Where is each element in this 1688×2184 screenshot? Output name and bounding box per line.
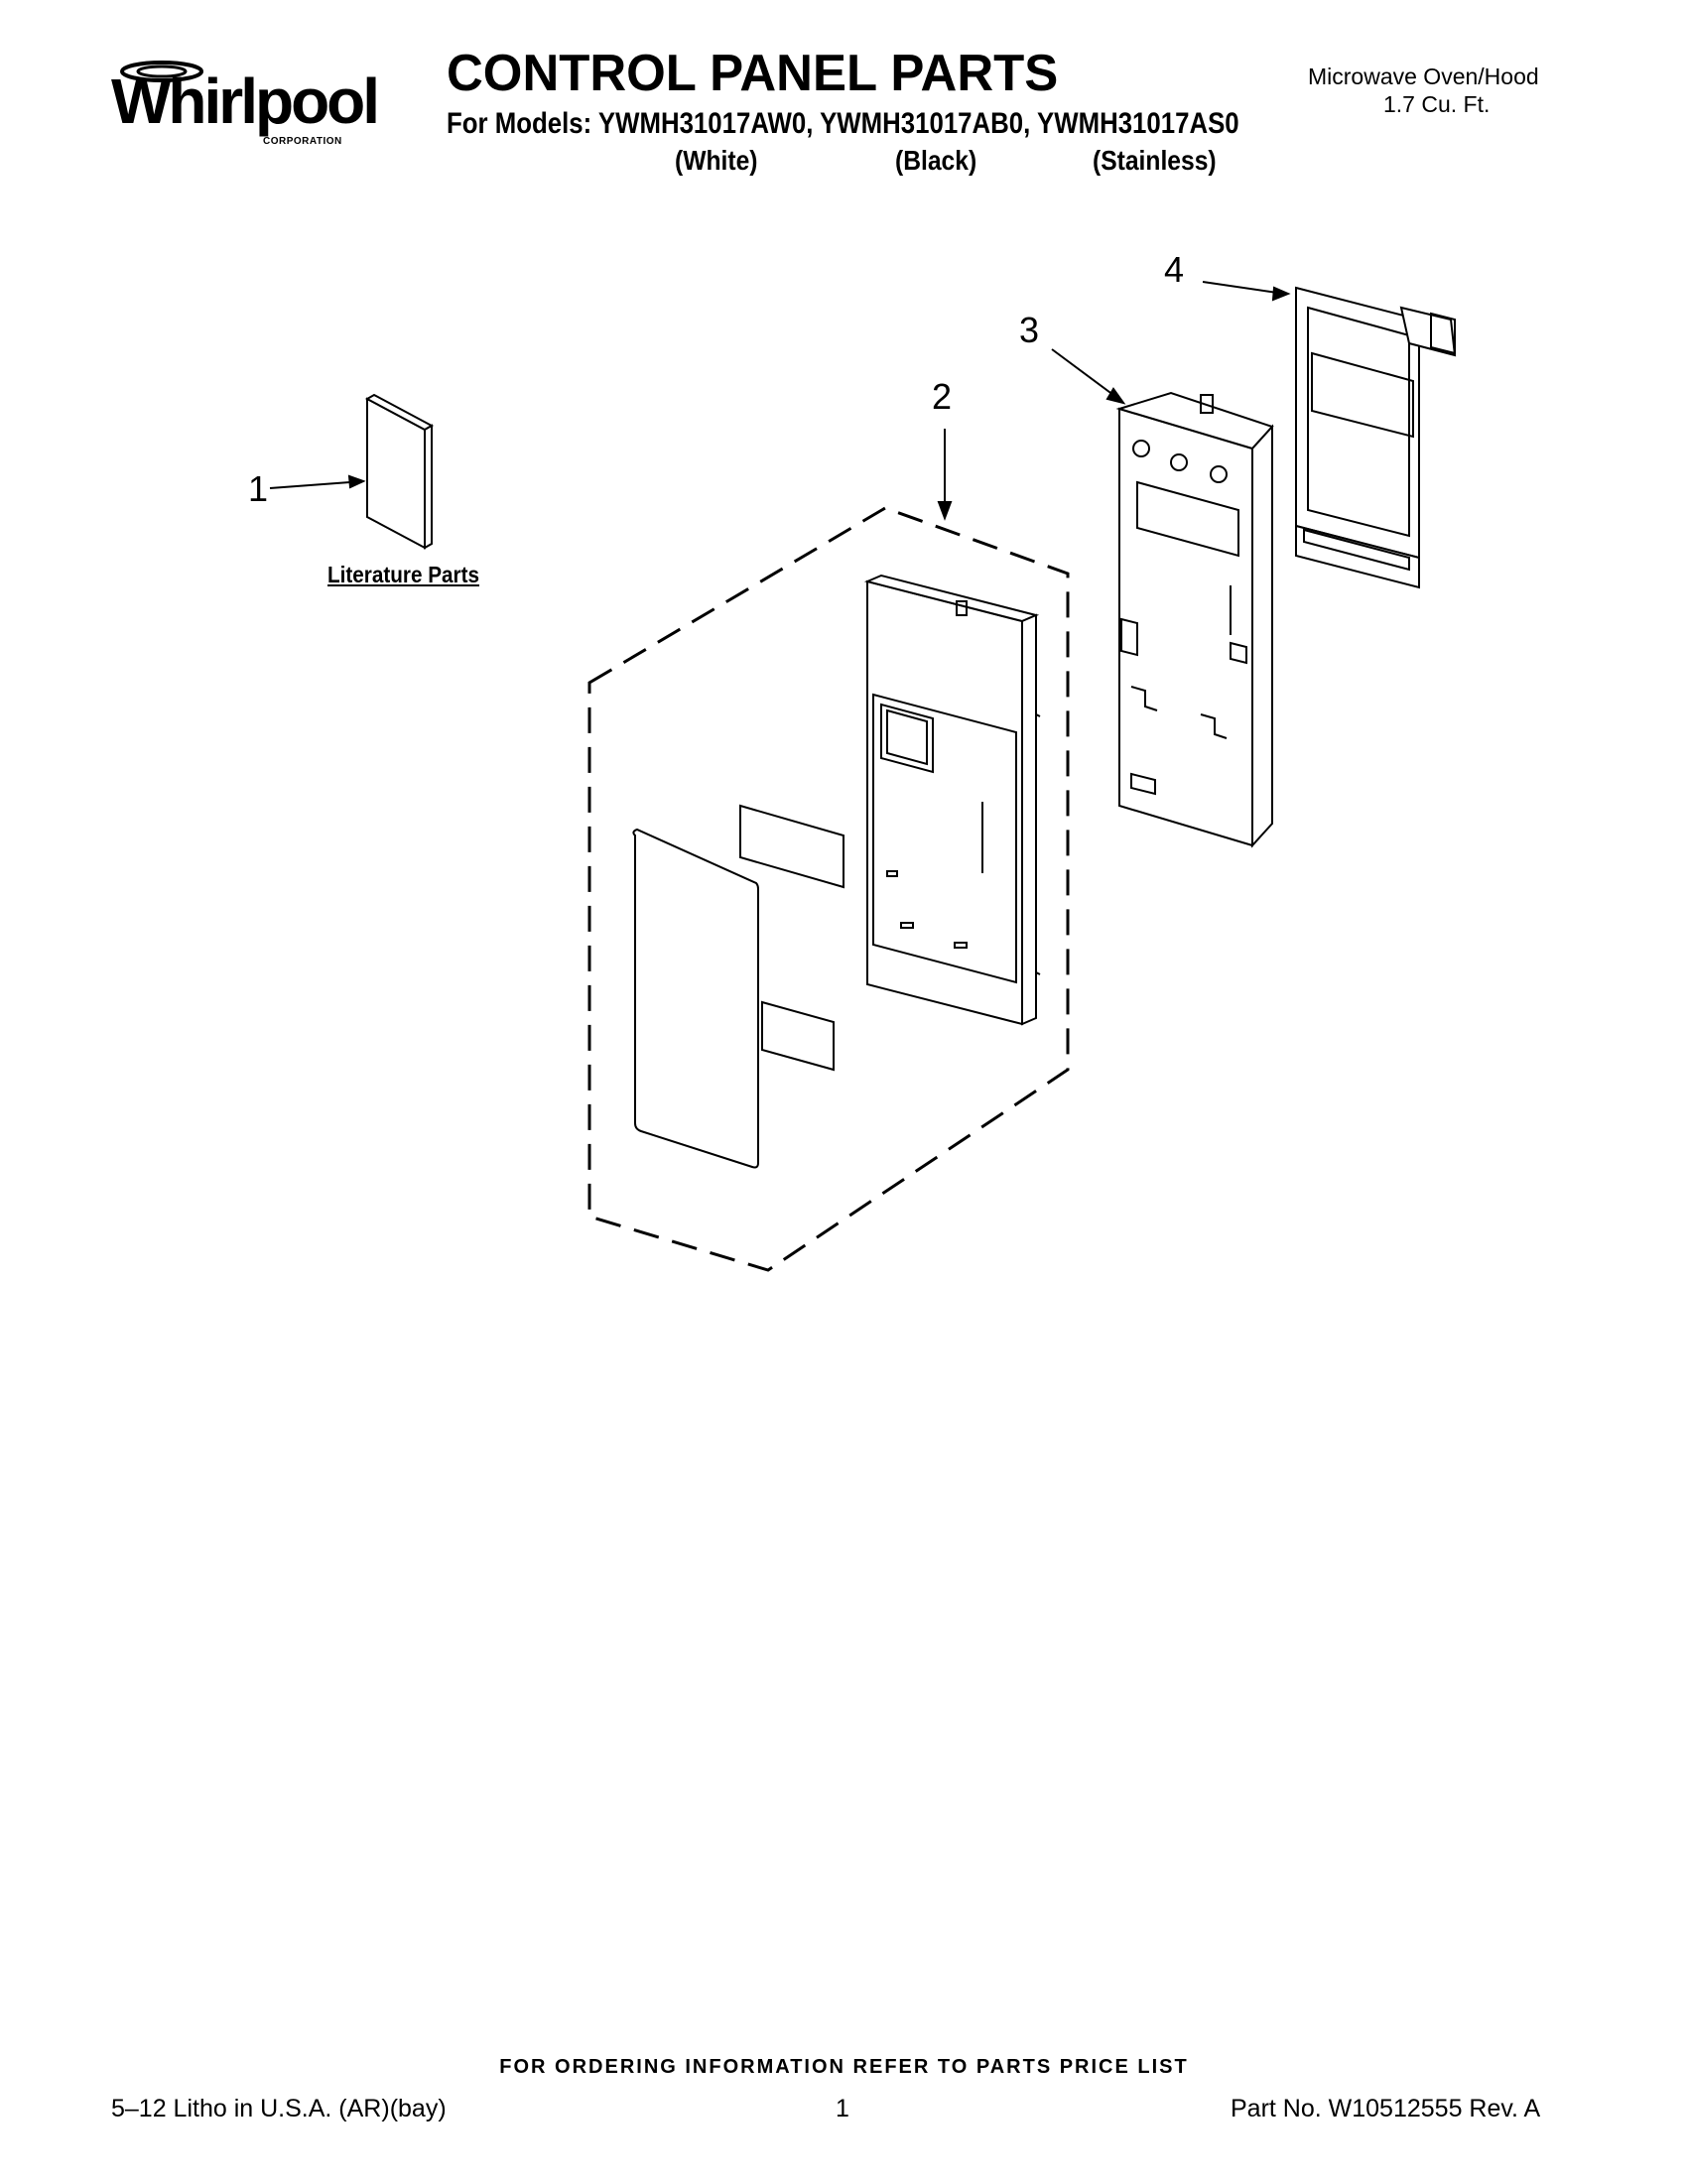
capacity: 1.7 Cu. Ft.	[1383, 91, 1491, 117]
assembly-boundary	[587, 506, 1070, 1272]
label-plate	[761, 1000, 835, 1072]
callout-2: 2	[932, 376, 952, 417]
whirlpool-logo	[120, 61, 203, 82]
callout-4: 4	[1164, 249, 1184, 290]
display-window	[739, 804, 844, 889]
ordering-info: FOR ORDERING INFORMATION REFER TO PARTS …	[499, 2056, 1189, 2078]
callout-arrow-3	[1051, 348, 1126, 405]
variant-white: (White)	[675, 145, 758, 176]
variant-black: (Black)	[895, 145, 977, 176]
models-line: For Models: YWMH31017AW0, YWMH31017AB0, …	[447, 107, 1239, 140]
callout-arrow-2	[937, 429, 953, 521]
brand-name: Whirlpool	[111, 65, 380, 137]
callout-arrow-1	[269, 474, 366, 489]
callout-arrow-4	[1202, 281, 1291, 302]
keypad-overlay	[632, 828, 759, 1169]
control-panel-housing	[863, 574, 1041, 1026]
part-number: Part No. W10512555 Rev. A	[1231, 2095, 1541, 2122]
page-number: 1	[836, 2095, 849, 2122]
callout-1: 1	[248, 468, 268, 509]
literature-booklet	[364, 393, 435, 550]
variant-stainless: (Stainless)	[1093, 145, 1217, 176]
callout-3: 3	[1019, 310, 1039, 350]
literature-parts-label: Literature Parts	[327, 562, 480, 587]
control-bracket	[1115, 391, 1274, 848]
control-board	[1295, 286, 1457, 589]
page-title: CONTROL PANEL PARTS	[447, 45, 1059, 102]
brand-subtitle: CORPORATION	[263, 136, 342, 147]
litho-info: 5–12 Litho in U.S.A. (AR)(bay)	[111, 2095, 447, 2122]
product-type: Microwave Oven/Hood	[1308, 64, 1539, 89]
